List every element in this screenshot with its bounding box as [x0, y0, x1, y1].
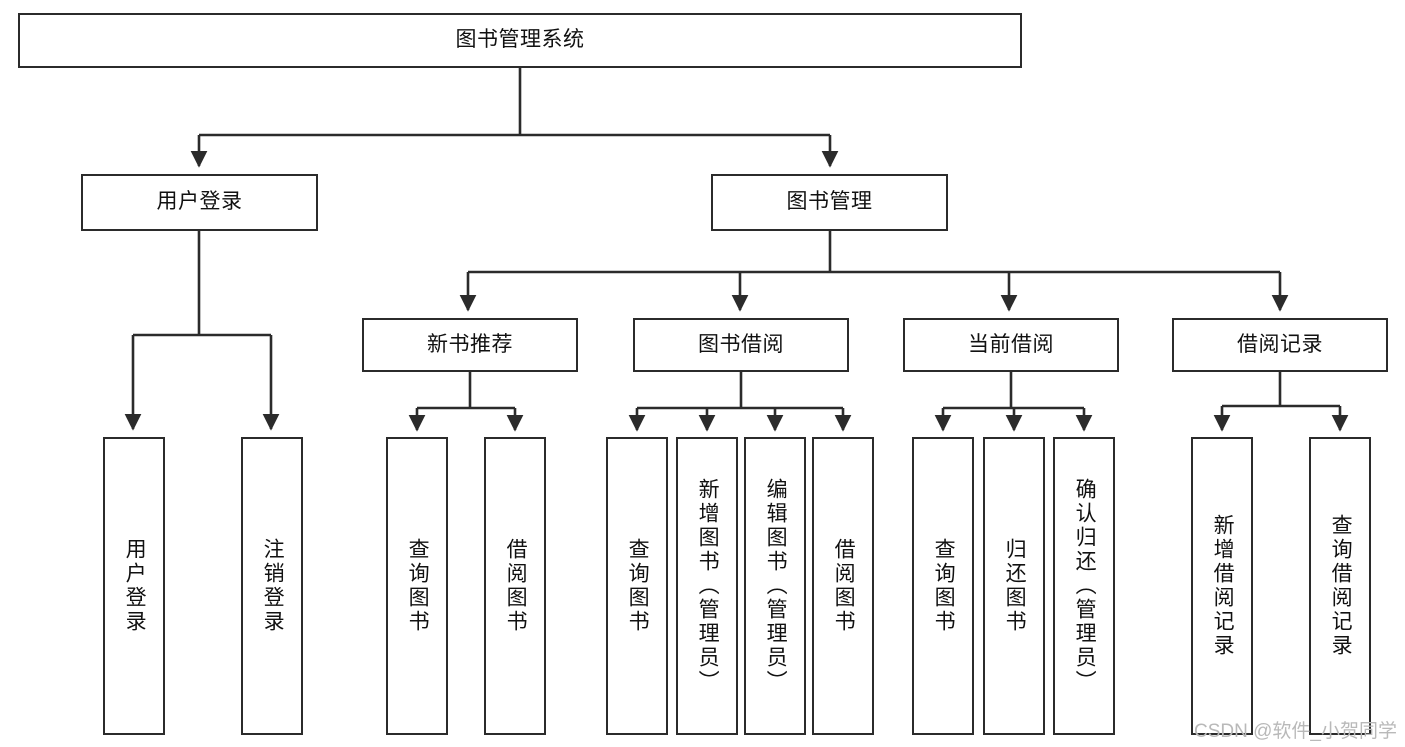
watermark-text: CSDN @软件_小贺同学 — [1194, 721, 1397, 742]
node-leaf-add-record-label: 新增借阅记录 — [1211, 514, 1235, 658]
node-leaf-add-record[interactable]: 新增借阅记录 — [1191, 437, 1253, 735]
node-leaf-user-logout-label: 注销登录 — [261, 538, 285, 634]
node-leaf-borrow-book-rec[interactable]: 借阅图书 — [484, 437, 546, 735]
node-leaf-confirm-return[interactable]: 确认归还（管理员） — [1053, 437, 1115, 735]
node-leaf-query-record[interactable]: 查询借阅记录 — [1309, 437, 1371, 735]
node-leaf-query-book-label: 查询图书 — [626, 538, 650, 634]
node-leaf-borrow-book[interactable]: 借阅图书 — [812, 437, 874, 735]
node-leaf-user-logout[interactable]: 注销登录 — [241, 437, 303, 735]
node-leaf-query-record-label: 查询借阅记录 — [1329, 514, 1353, 658]
node-book-borrow[interactable]: 图书借阅 — [633, 318, 849, 372]
node-leaf-user-login-label: 用户登录 — [123, 538, 147, 634]
node-new-book-rec[interactable]: 新书推荐 — [362, 318, 578, 372]
node-book-manage-label: 图书管理 — [786, 190, 873, 214]
node-leaf-edit-book[interactable]: 编辑图书（管理员） — [744, 437, 806, 735]
node-leaf-borrow-book-rec-label: 借阅图书 — [504, 538, 528, 634]
node-leaf-edit-book-label: 编辑图书（管理员） — [764, 478, 788, 694]
node-borrow-record-label: 借阅记录 — [1237, 332, 1323, 356]
node-user-login[interactable]: 用户登录 — [81, 174, 318, 231]
node-root-label: 图书管理系统 — [455, 28, 585, 52]
node-borrow-record[interactable]: 借阅记录 — [1172, 318, 1388, 372]
node-leaf-return-book[interactable]: 归还图书 — [983, 437, 1045, 735]
node-book-manage[interactable]: 图书管理 — [711, 174, 948, 231]
node-leaf-query-book-rec-label: 查询图书 — [406, 538, 430, 634]
node-root[interactable]: 图书管理系统 — [18, 13, 1022, 68]
node-leaf-borrow-book-label: 借阅图书 — [832, 538, 856, 634]
node-current-borrow-label: 当前借阅 — [968, 332, 1054, 356]
node-leaf-add-book-label: 新增图书（管理员） — [696, 478, 720, 694]
node-book-borrow-label: 图书借阅 — [698, 332, 784, 356]
node-leaf-query-book-cur-label: 查询图书 — [932, 538, 956, 634]
node-leaf-query-book-cur[interactable]: 查询图书 — [912, 437, 974, 735]
node-new-book-rec-label: 新书推荐 — [427, 332, 513, 356]
node-leaf-query-book[interactable]: 查询图书 — [606, 437, 668, 735]
node-leaf-user-login[interactable]: 用户登录 — [103, 437, 165, 735]
node-leaf-confirm-return-label: 确认归还（管理员） — [1073, 478, 1097, 694]
node-leaf-return-book-label: 归还图书 — [1003, 538, 1027, 634]
node-current-borrow[interactable]: 当前借阅 — [903, 318, 1119, 372]
node-leaf-add-book[interactable]: 新增图书（管理员） — [676, 437, 738, 735]
node-user-login-label: 用户登录 — [156, 190, 243, 214]
node-leaf-query-book-rec[interactable]: 查询图书 — [386, 437, 448, 735]
